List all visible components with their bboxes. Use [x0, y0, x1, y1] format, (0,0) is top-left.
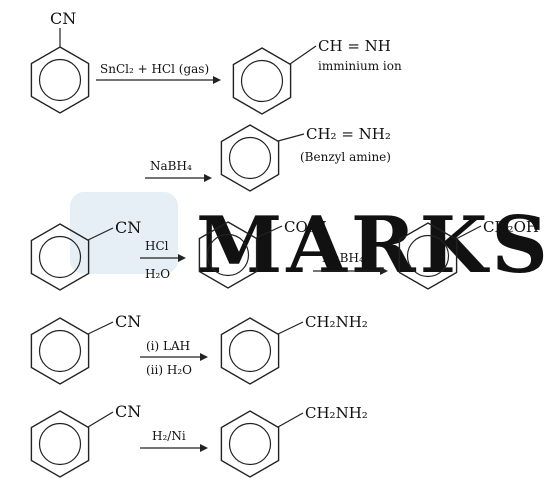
arrow-head-icon — [380, 267, 388, 275]
product-label: CH₂OH — [483, 218, 539, 236]
bond-line — [255, 225, 283, 239]
bond-line — [289, 45, 317, 65]
starting-material-label: CN — [50, 9, 76, 28]
ring-hexagon — [220, 317, 280, 385]
ring-aromatic-circle — [240, 59, 284, 103]
product-label: CH₂NH₂ — [305, 404, 368, 422]
arrow-head-icon — [200, 353, 208, 361]
product-label: CH₂ = NH₂ — [306, 125, 391, 143]
reaction-5: CN H₂/Ni CH₂NH₂ — [30, 402, 368, 478]
ring-hexagon — [232, 47, 292, 115]
starting-material-label: CN — [115, 402, 141, 421]
bond-line — [87, 227, 114, 241]
reagent-label: H₂/Ni — [152, 429, 186, 443]
ring-aromatic-circle — [228, 136, 272, 180]
bond-line — [277, 321, 304, 335]
ring-aromatic-circle — [38, 422, 82, 466]
arrow-head-icon — [213, 76, 221, 84]
ring-aromatic-circle — [38, 58, 82, 102]
watermark-logo-icon — [70, 192, 178, 274]
product-label: CO₂H — [284, 218, 327, 236]
reagent-label-top: (i) LAH — [146, 339, 190, 353]
starting-material-label: CN — [115, 312, 141, 331]
ring-hexagon — [30, 410, 90, 478]
bond-line — [87, 321, 114, 335]
arrow-head-icon — [200, 444, 208, 452]
benzene-ring-icon — [220, 410, 280, 478]
reaction-3: CN HCl H₂O CO₂H NaBH₄ CH₂OH — [30, 218, 539, 291]
reaction-1: CN SnCl₂ + HCl (gas) CH = NH imminium io… — [30, 9, 402, 115]
reagent-label: NaBH₄ — [322, 251, 364, 265]
reagent-label-bottom: (ii) H₂O — [146, 363, 192, 377]
reaction-4: CN (i) LAH (ii) H₂O CH₂NH₂ — [30, 312, 368, 385]
ring-hexagon — [220, 124, 280, 192]
benzene-ring-icon — [220, 124, 280, 192]
bond-line — [455, 225, 482, 240]
ring-hexagon — [30, 223, 90, 291]
ring-hexagon — [220, 410, 280, 478]
starting-material-label: CN — [115, 218, 141, 237]
benzene-ring-icon — [30, 223, 90, 291]
reagent-label-top: HCl — [145, 239, 169, 253]
benzene-ring-icon — [30, 317, 90, 385]
ring-hexagon — [30, 46, 90, 114]
ring-hexagon — [398, 222, 458, 290]
reagent-label-bottom: H₂O — [145, 267, 170, 281]
ring-aromatic-circle — [38, 235, 82, 279]
benzene-ring-icon — [198, 221, 258, 289]
ring-aromatic-circle — [406, 234, 450, 278]
benzene-ring-icon — [30, 46, 90, 114]
arrow-head-icon — [204, 174, 212, 182]
product-name: imminium ion — [318, 59, 402, 73]
bond-line — [277, 412, 304, 428]
ring-aromatic-circle — [206, 233, 250, 277]
product-name: (Benzyl amine) — [300, 150, 391, 164]
bond-line — [87, 411, 114, 428]
arrow-head-icon — [178, 254, 186, 262]
product-label: CH = NH — [318, 37, 391, 55]
reagent-label: SnCl₂ + HCl (gas) — [100, 62, 209, 76]
ring-aromatic-circle — [228, 329, 272, 373]
benzene-ring-icon — [30, 410, 90, 478]
ring-aromatic-circle — [38, 329, 82, 373]
product-label: CH₂NH₂ — [305, 313, 368, 331]
benzene-ring-icon — [220, 317, 280, 385]
watermark: MARKS — [70, 192, 552, 291]
benzene-ring-icon — [398, 222, 458, 290]
ring-hexagon — [30, 317, 90, 385]
watermark-text: MARKS — [196, 200, 552, 291]
reagent-label: NaBH₄ — [150, 159, 192, 173]
ring-hexagon — [198, 221, 258, 289]
benzene-ring-icon — [232, 47, 292, 115]
ring-aromatic-circle — [228, 422, 272, 466]
reaction-2: NaBH₄ CH₂ = NH₂ (Benzyl amine) — [145, 124, 391, 192]
bond-line — [277, 133, 305, 142]
